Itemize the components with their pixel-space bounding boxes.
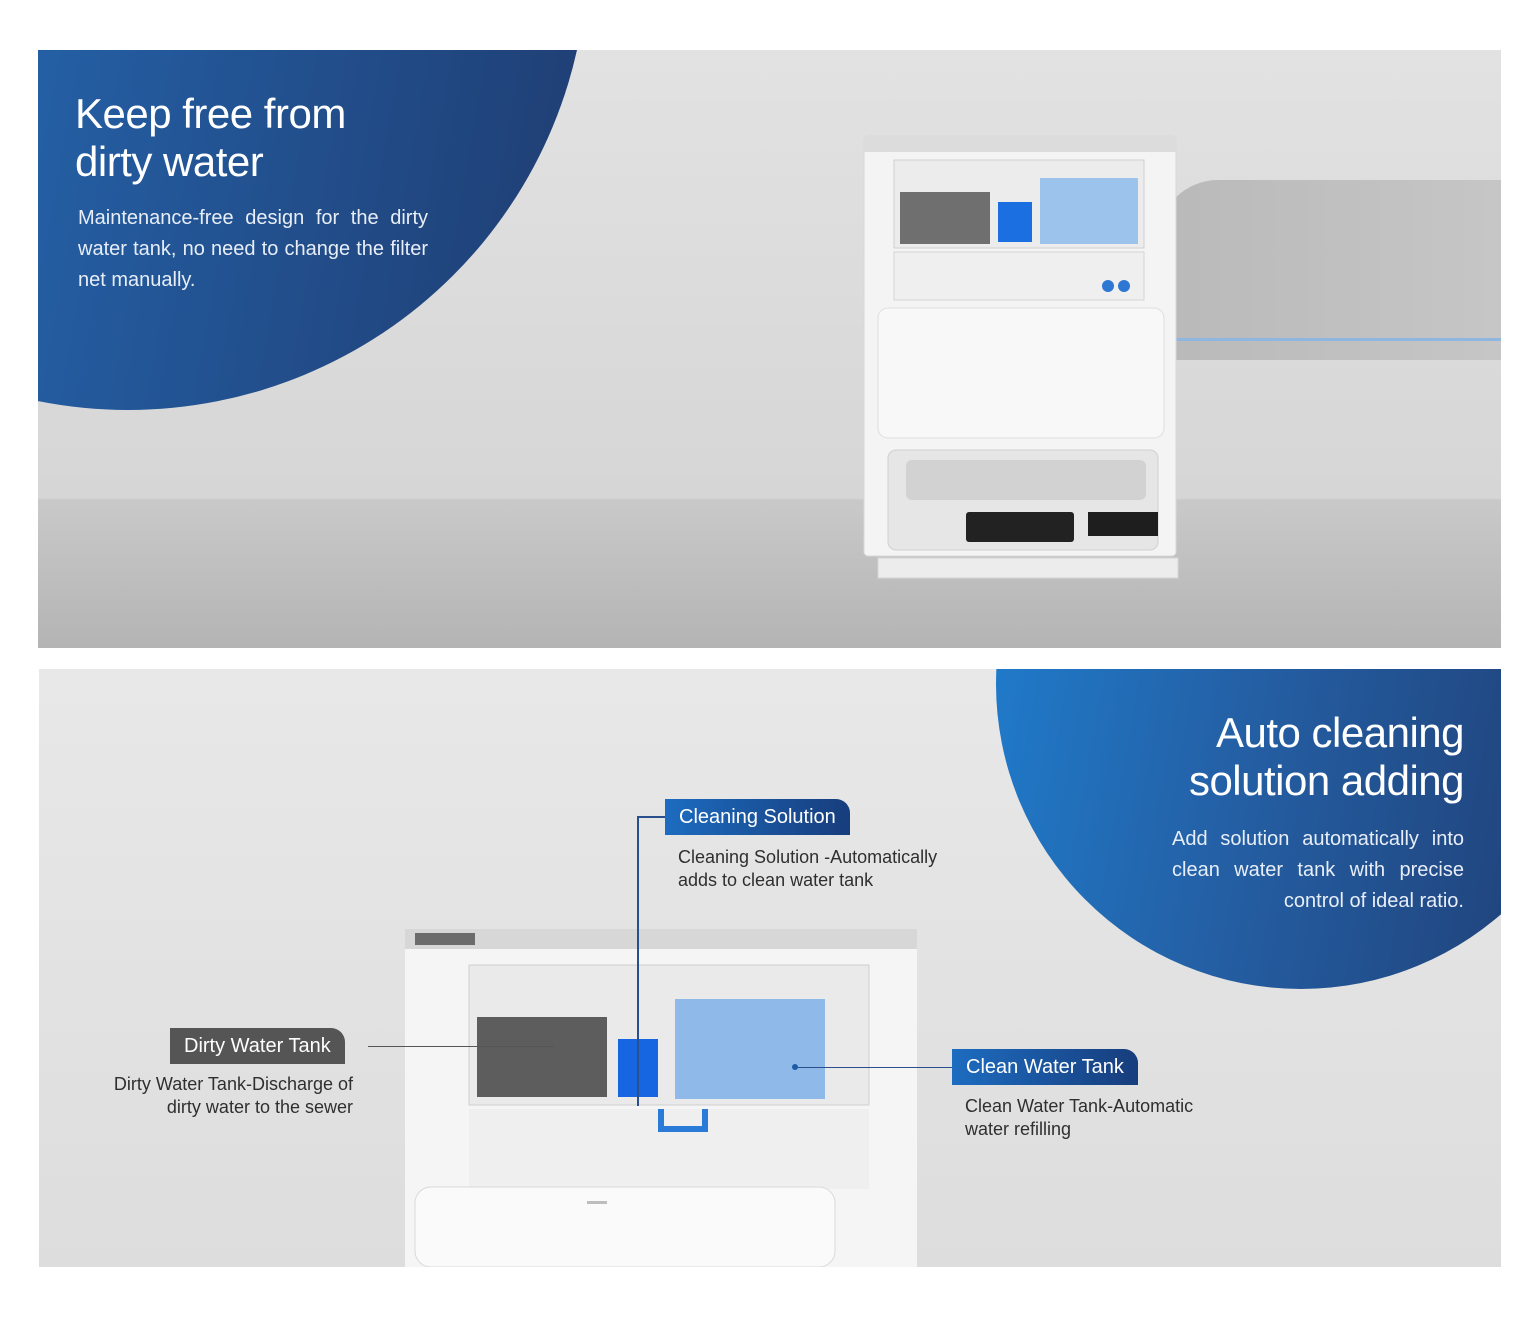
clean-water-desc-line1: Clean Water Tank-Automatic — [965, 1096, 1194, 1116]
section2-description: Add solution automatically into clean wa… — [1172, 828, 1464, 912]
clean-water-desc-line2: water refilling — [965, 1119, 1072, 1139]
dirty-water-desc-line2: dirty water to the sewer — [166, 1097, 353, 1117]
cleaning-solution-desc-line1: Cleaning Solution -Automatically — [678, 847, 938, 867]
dirty-water-tank-description: Dirty Water Tank-Discharge of dirty wate… — [69, 1073, 353, 1119]
water-pipe — [1168, 338, 1501, 341]
section2-title-line1: Auto cleaning — [1215, 709, 1465, 756]
dirty-water-desc-line1: Dirty Water Tank-Discharge of — [113, 1074, 353, 1094]
section1-description: Maintenance-free design for the dirty wa… — [78, 207, 428, 291]
clean-water-anchor-dot — [792, 1064, 798, 1070]
banner-dirty-water: Keep free from dirty water Maintenance-f… — [38, 50, 1501, 648]
section1-title-line1: Keep free from — [75, 90, 346, 137]
cleaning-solution-desc-line2: adds to clean water tank — [678, 870, 874, 890]
station-closeup-illustration — [405, 929, 917, 1267]
section1-title: Keep free from dirty water — [75, 90, 475, 186]
wall-shadow — [1158, 180, 1501, 360]
section2-title-line2: solution adding — [1188, 757, 1465, 804]
dirty-water-leader — [368, 1046, 554, 1047]
base-station-illustration — [863, 135, 1179, 579]
cleaning-solution-leader-horizontal — [637, 816, 667, 818]
cleaning-solution-leader-vertical — [637, 816, 639, 1106]
banner-auto-cleaning: Auto cleaning solution adding Add soluti… — [39, 669, 1501, 1267]
section1-title-line2: dirty water — [75, 138, 264, 185]
cleaning-solution-label: Cleaning Solution — [665, 799, 850, 835]
clean-water-tank-description: Clean Water Tank-Automatic water refilli… — [965, 1095, 1193, 1141]
dirty-water-tank-label: Dirty Water Tank — [170, 1028, 345, 1064]
clean-water-tank-label: Clean Water Tank — [952, 1049, 1138, 1085]
clean-water-leader — [797, 1067, 957, 1068]
cleaning-solution-description: Cleaning Solution -Automatically adds to… — [678, 846, 937, 892]
section2-title: Auto cleaning solution adding — [1044, 709, 1465, 805]
